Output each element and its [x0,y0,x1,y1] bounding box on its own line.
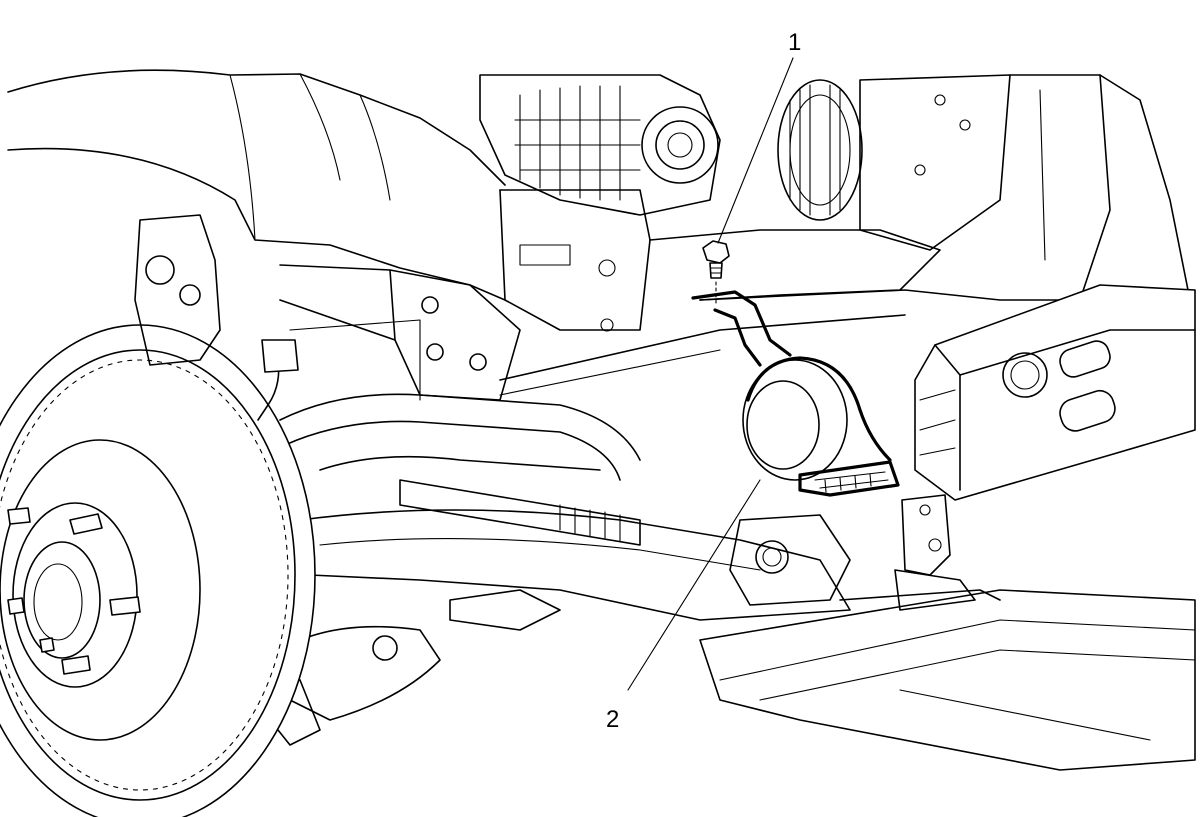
upper-bracket-right [859,74,1191,301]
subframe-mount-bolt [729,514,851,606]
front-cross-member [499,189,941,332]
steering-knuckle-link [269,625,441,746]
callout-2-label: 2 [606,706,619,733]
lower-control-arm [299,509,851,621]
stabilizer-bar [279,393,641,481]
inner-fender-bracket [279,264,521,401]
callout-1-label: 1 [788,29,801,56]
horn-wiring-connector [894,494,976,611]
brake-rotor [0,324,316,817]
horn-assembly [691,290,900,497]
horn-bolt [702,240,730,304]
wheel-studs [7,507,141,675]
steering-gear-boot [399,479,641,631]
fender-liner [7,69,506,301]
drive-belt-pulley [777,79,863,221]
generator-assembly [479,74,721,216]
strut-assembly [134,214,299,421]
callout-2-leader-line [627,479,761,691]
bumper-impact-bar [914,284,1196,501]
callout-1-leader-line [717,57,794,244]
lower-splash-shield [699,589,1196,771]
